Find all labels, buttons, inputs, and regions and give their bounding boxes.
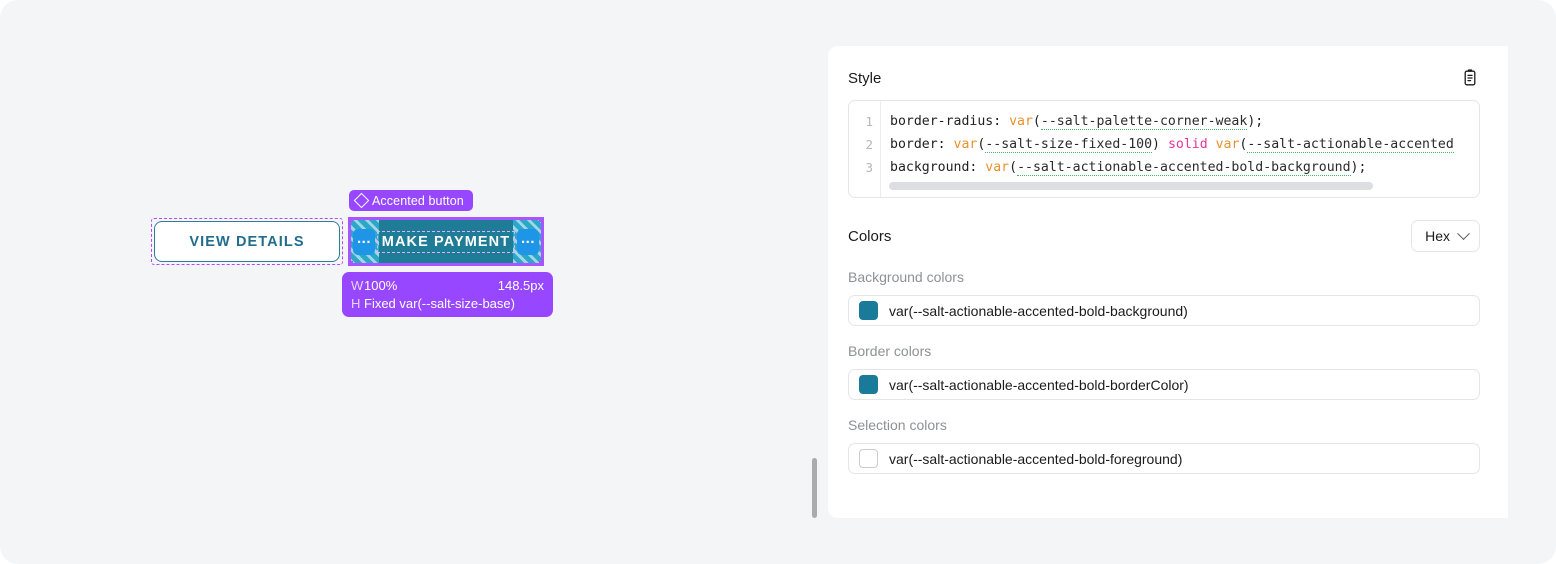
- code-line: border: var(--salt-size-fixed-100) solid…: [882, 133, 1479, 156]
- code-token-punc: ): [1152, 137, 1168, 152]
- code-token-fn: var: [1215, 137, 1240, 152]
- color-format-select[interactable]: Hex: [1411, 220, 1480, 252]
- resize-nub-bottom-left[interactable]: [348, 261, 353, 266]
- code-token-fn: var: [953, 137, 978, 152]
- style-section-header: Style: [848, 64, 1480, 92]
- width-px-label: 148.5px: [497, 277, 544, 293]
- color-row[interactable]: var(--salt-actionable-accented-bold-fore…: [848, 443, 1480, 474]
- code-token-var[interactable]: --salt-size-fixed-100: [985, 137, 1153, 153]
- component-diamond-icon: [353, 192, 370, 209]
- code-token-fn: var: [985, 160, 1010, 175]
- component-name-tag[interactable]: Accented button: [349, 190, 473, 211]
- resize-handle-left[interactable]: ...: [353, 228, 375, 255]
- resize-nub-bottom-right[interactable]: [539, 261, 544, 266]
- code-token-prop: border-radius:: [890, 114, 1010, 129]
- code-token-var[interactable]: --salt-actionable-accented-bold-backgrou…: [1017, 160, 1351, 176]
- code-token-punc: (: [977, 137, 986, 152]
- color-swatch[interactable]: [859, 449, 878, 468]
- clipboard-icon[interactable]: [1460, 68, 1480, 88]
- code-hscrollbar-track[interactable]: [889, 182, 1469, 190]
- color-row[interactable]: var(--salt-actionable-accented-bold-back…: [848, 295, 1480, 326]
- component-name-label: Accented button: [372, 193, 464, 208]
- color-row[interactable]: var(--salt-actionable-accented-bold-bord…: [848, 369, 1480, 400]
- selection-outline-accented: [348, 217, 544, 266]
- height-key-label: H: [351, 295, 361, 311]
- chevron-down-icon: [1457, 226, 1470, 240]
- dimension-row-width: W 100% 148.5px: [351, 276, 544, 294]
- code-hscrollbar-thumb[interactable]: [889, 182, 1373, 190]
- code-content[interactable]: border-radius: var(--salt-palette-corner…: [882, 110, 1479, 179]
- width-value-label: 100%: [364, 277, 398, 293]
- color-groups-list: Background colors var(--salt-actionable-a…: [848, 269, 1480, 474]
- code-token-var[interactable]: --salt-palette-corner-weak: [1040, 114, 1248, 130]
- color-token-value: var(--salt-actionable-accented-bold-bord…: [889, 376, 1189, 393]
- color-swatch[interactable]: [859, 375, 878, 394]
- resize-handle-left-label: ...: [356, 230, 371, 247]
- code-line: background: var(--salt-actionable-accent…: [882, 156, 1479, 179]
- code-token-var[interactable]: --salt-actionable-accented: [1247, 137, 1454, 153]
- panel-scrollbar-track[interactable]: [810, 0, 818, 564]
- dimension-row-height: H Fixed var(--salt-size-base): [351, 294, 544, 312]
- code-token-punc: [1208, 137, 1216, 152]
- code-token-prop: background:: [890, 160, 986, 175]
- resize-handle-right[interactable]: ...: [517, 228, 539, 255]
- resize-nub-top-right[interactable]: [539, 217, 544, 222]
- code-token-fn: var: [1009, 114, 1033, 129]
- code-line-number: 2: [865, 137, 873, 152]
- style-section-title: Style: [848, 69, 882, 87]
- colors-section-header: Colors Hex: [848, 220, 1480, 252]
- code-line: border-radius: var(--salt-palette-corner…: [882, 110, 1479, 133]
- code-token-punc: (: [1009, 160, 1018, 175]
- code-line-number: 3: [865, 160, 873, 175]
- selection-outline-secondary: [151, 218, 343, 265]
- colors-section-title: Colors: [848, 227, 892, 245]
- view-details-button[interactable]: VIEW DETAILS: [154, 221, 340, 262]
- view-details-button-wrapper[interactable]: VIEW DETAILS: [151, 218, 343, 265]
- dimension-badge[interactable]: W 100% 148.5px H Fixed var(--salt-size-b…: [342, 272, 553, 317]
- resize-handle-right-label: ...: [520, 230, 535, 247]
- code-token-kw: solid: [1167, 137, 1208, 152]
- color-group-label: Border colors: [848, 343, 932, 359]
- color-format-value: Hex: [1425, 228, 1450, 244]
- color-group-label: Selection colors: [848, 417, 947, 433]
- color-token-value: var(--salt-actionable-accented-bold-fore…: [889, 450, 1183, 467]
- width-key-label: W: [351, 277, 364, 293]
- code-token-punc: (: [1032, 114, 1041, 129]
- make-payment-button-wrapper[interactable]: MAKE PAYMENT ... ...: [348, 217, 544, 266]
- design-preview-canvas[interactable]: Accented button VIEW DETAILS MAKE PAYMEN…: [0, 0, 810, 564]
- code-token-punc: );: [1350, 160, 1367, 175]
- view-details-button-label: VIEW DETAILS: [189, 233, 305, 250]
- code-gutter: 1 2 3: [849, 101, 881, 197]
- color-group-label: Background colors: [848, 269, 964, 285]
- code-token-punc: (: [1239, 137, 1248, 152]
- color-token-value: var(--salt-actionable-accented-bold-back…: [889, 302, 1188, 319]
- code-token-prop: border:: [890, 137, 954, 152]
- panel-scrollbar-thumb[interactable]: [812, 458, 817, 518]
- make-payment-button[interactable]: MAKE PAYMENT: [351, 220, 541, 263]
- resize-nub-top-left[interactable]: [348, 217, 353, 222]
- code-line-number: 1: [865, 114, 873, 129]
- make-payment-button-label: MAKE PAYMENT: [376, 230, 516, 253]
- code-token-punc: );: [1247, 114, 1264, 129]
- height-value-label: Fixed var(--salt-size-base): [364, 295, 515, 311]
- color-swatch[interactable]: [859, 301, 878, 320]
